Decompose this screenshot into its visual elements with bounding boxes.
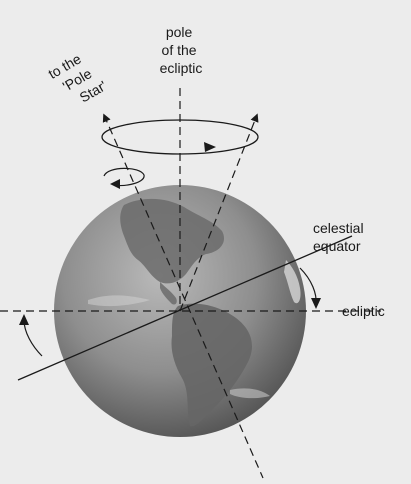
europe-africa-edge [284,260,301,304]
tilt-arrowhead-left [19,314,29,325]
cloud-band [88,295,150,307]
central-america-landmass [160,282,177,305]
ecliptic-label: ecliptic [342,303,385,319]
cloud-band-south [230,388,270,399]
precession-cone-right [179,113,259,312]
precession-circle [101,119,259,155]
celestial-equator-label: celestial equator [313,220,367,254]
south-america-landmass [171,303,252,427]
spin-arrowhead [110,179,120,189]
earth-rotation-axis [102,113,264,479]
precession-arrowhead [204,142,216,152]
spin-arrow-icon [103,167,145,187]
celestial-equator-line [17,235,353,381]
north-america-landmass [120,198,225,284]
tilt-arrowhead-right [311,298,321,309]
pole-of-ecliptic-label: pole of the ecliptic [160,24,203,76]
